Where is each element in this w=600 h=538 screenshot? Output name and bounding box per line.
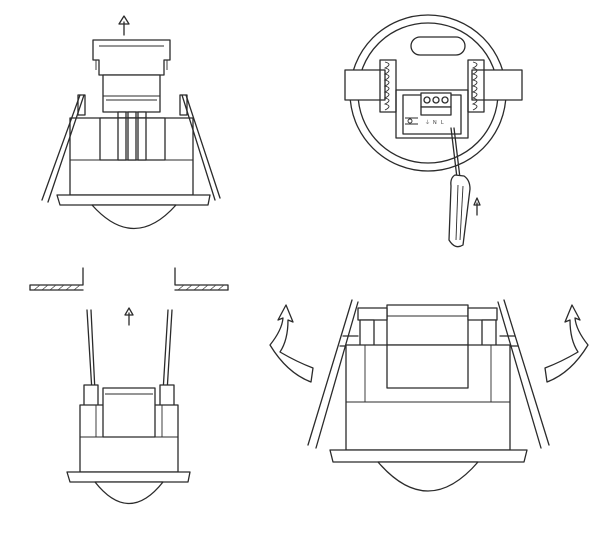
terminal-label-earth: ⏚ [425, 119, 430, 126]
arrow-curve-left-icon [269, 304, 314, 383]
arrow-up-icon [124, 307, 134, 326]
terminal-label-l: L [441, 120, 444, 126]
step-2-wiring-top-view: ⏚ N L [344, 14, 523, 248]
screwdriver-icon [448, 127, 471, 248]
arrow-up-icon [473, 197, 481, 216]
arrow-curve-right-icon [544, 304, 589, 383]
step-1-sensor-module-removal [41, 15, 221, 229]
step-3-insert-into-ceiling [29, 267, 229, 505]
arrow-up-icon [118, 15, 130, 36]
terminal-block: ⏚ N L [420, 92, 452, 126]
step-4-spring-clips-release [269, 299, 589, 492]
terminal-label-n: N [433, 120, 437, 126]
